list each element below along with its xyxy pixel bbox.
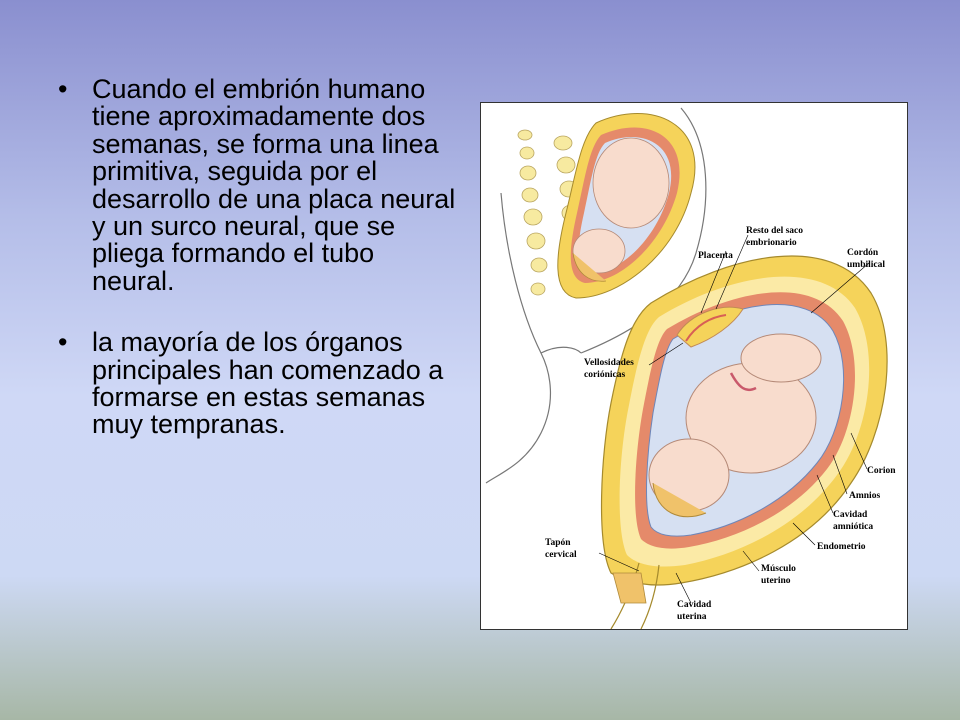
leader-lines — [598, 234, 870, 604]
label-tapon-2: cervical — [545, 550, 577, 560]
bullet-glyph: • — [58, 74, 68, 104]
bullet-text: Cuando el embrión humano tiene aproximad… — [92, 74, 456, 296]
label-resto-saco-2: embrionario — [746, 238, 797, 248]
bullet-item: • Cuando el embrión humano tiene aproxim… — [58, 74, 458, 296]
label-placenta: Placenta — [698, 251, 733, 261]
bullet-glyph: • — [58, 327, 68, 358]
label-vellosidades-1: Vellosidades — [584, 358, 634, 368]
fetus — [648, 333, 822, 518]
pregnancy-diagram: Resto del saco embrionario Placenta Cord… — [480, 102, 908, 630]
label-cavidad-amniotica-1: Cavidad — [833, 510, 868, 520]
uterus-illustration: Resto del saco embrionario Placenta Cord… — [485, 107, 896, 629]
label-musculo-2: uterino — [761, 576, 791, 586]
label-cordon-2: umbilical — [847, 260, 885, 270]
bullet-list: • Cuando el embrión humano tiene aproxim… — [58, 74, 458, 473]
body-silhouette — [485, 107, 707, 484]
label-resto-saco-1: Resto del saco — [746, 226, 803, 236]
label-vellosidades-2: coriónicas — [584, 370, 625, 380]
label-cavidad-uterina-2: uterina — [677, 612, 707, 622]
label-tapon-1: Tapón — [545, 538, 571, 548]
label-cordon-1: Cordón — [847, 248, 879, 258]
label-endometrio: Endometrio — [817, 542, 866, 552]
label-corion: Corion — [867, 466, 896, 476]
bullet-text: la mayoría de los órganos principales ha… — [92, 327, 444, 440]
label-musculo-1: Músculo — [761, 564, 796, 574]
label-cavidad-amniotica-2: amniótica — [833, 522, 873, 532]
label-cavidad-uterina-1: Cavidad — [677, 600, 712, 610]
label-amnios: Amnios — [849, 491, 880, 501]
small-uterus — [557, 113, 696, 299]
bullet-item: • la mayoría de los órganos principales … — [58, 329, 458, 439]
placenta — [676, 306, 744, 348]
